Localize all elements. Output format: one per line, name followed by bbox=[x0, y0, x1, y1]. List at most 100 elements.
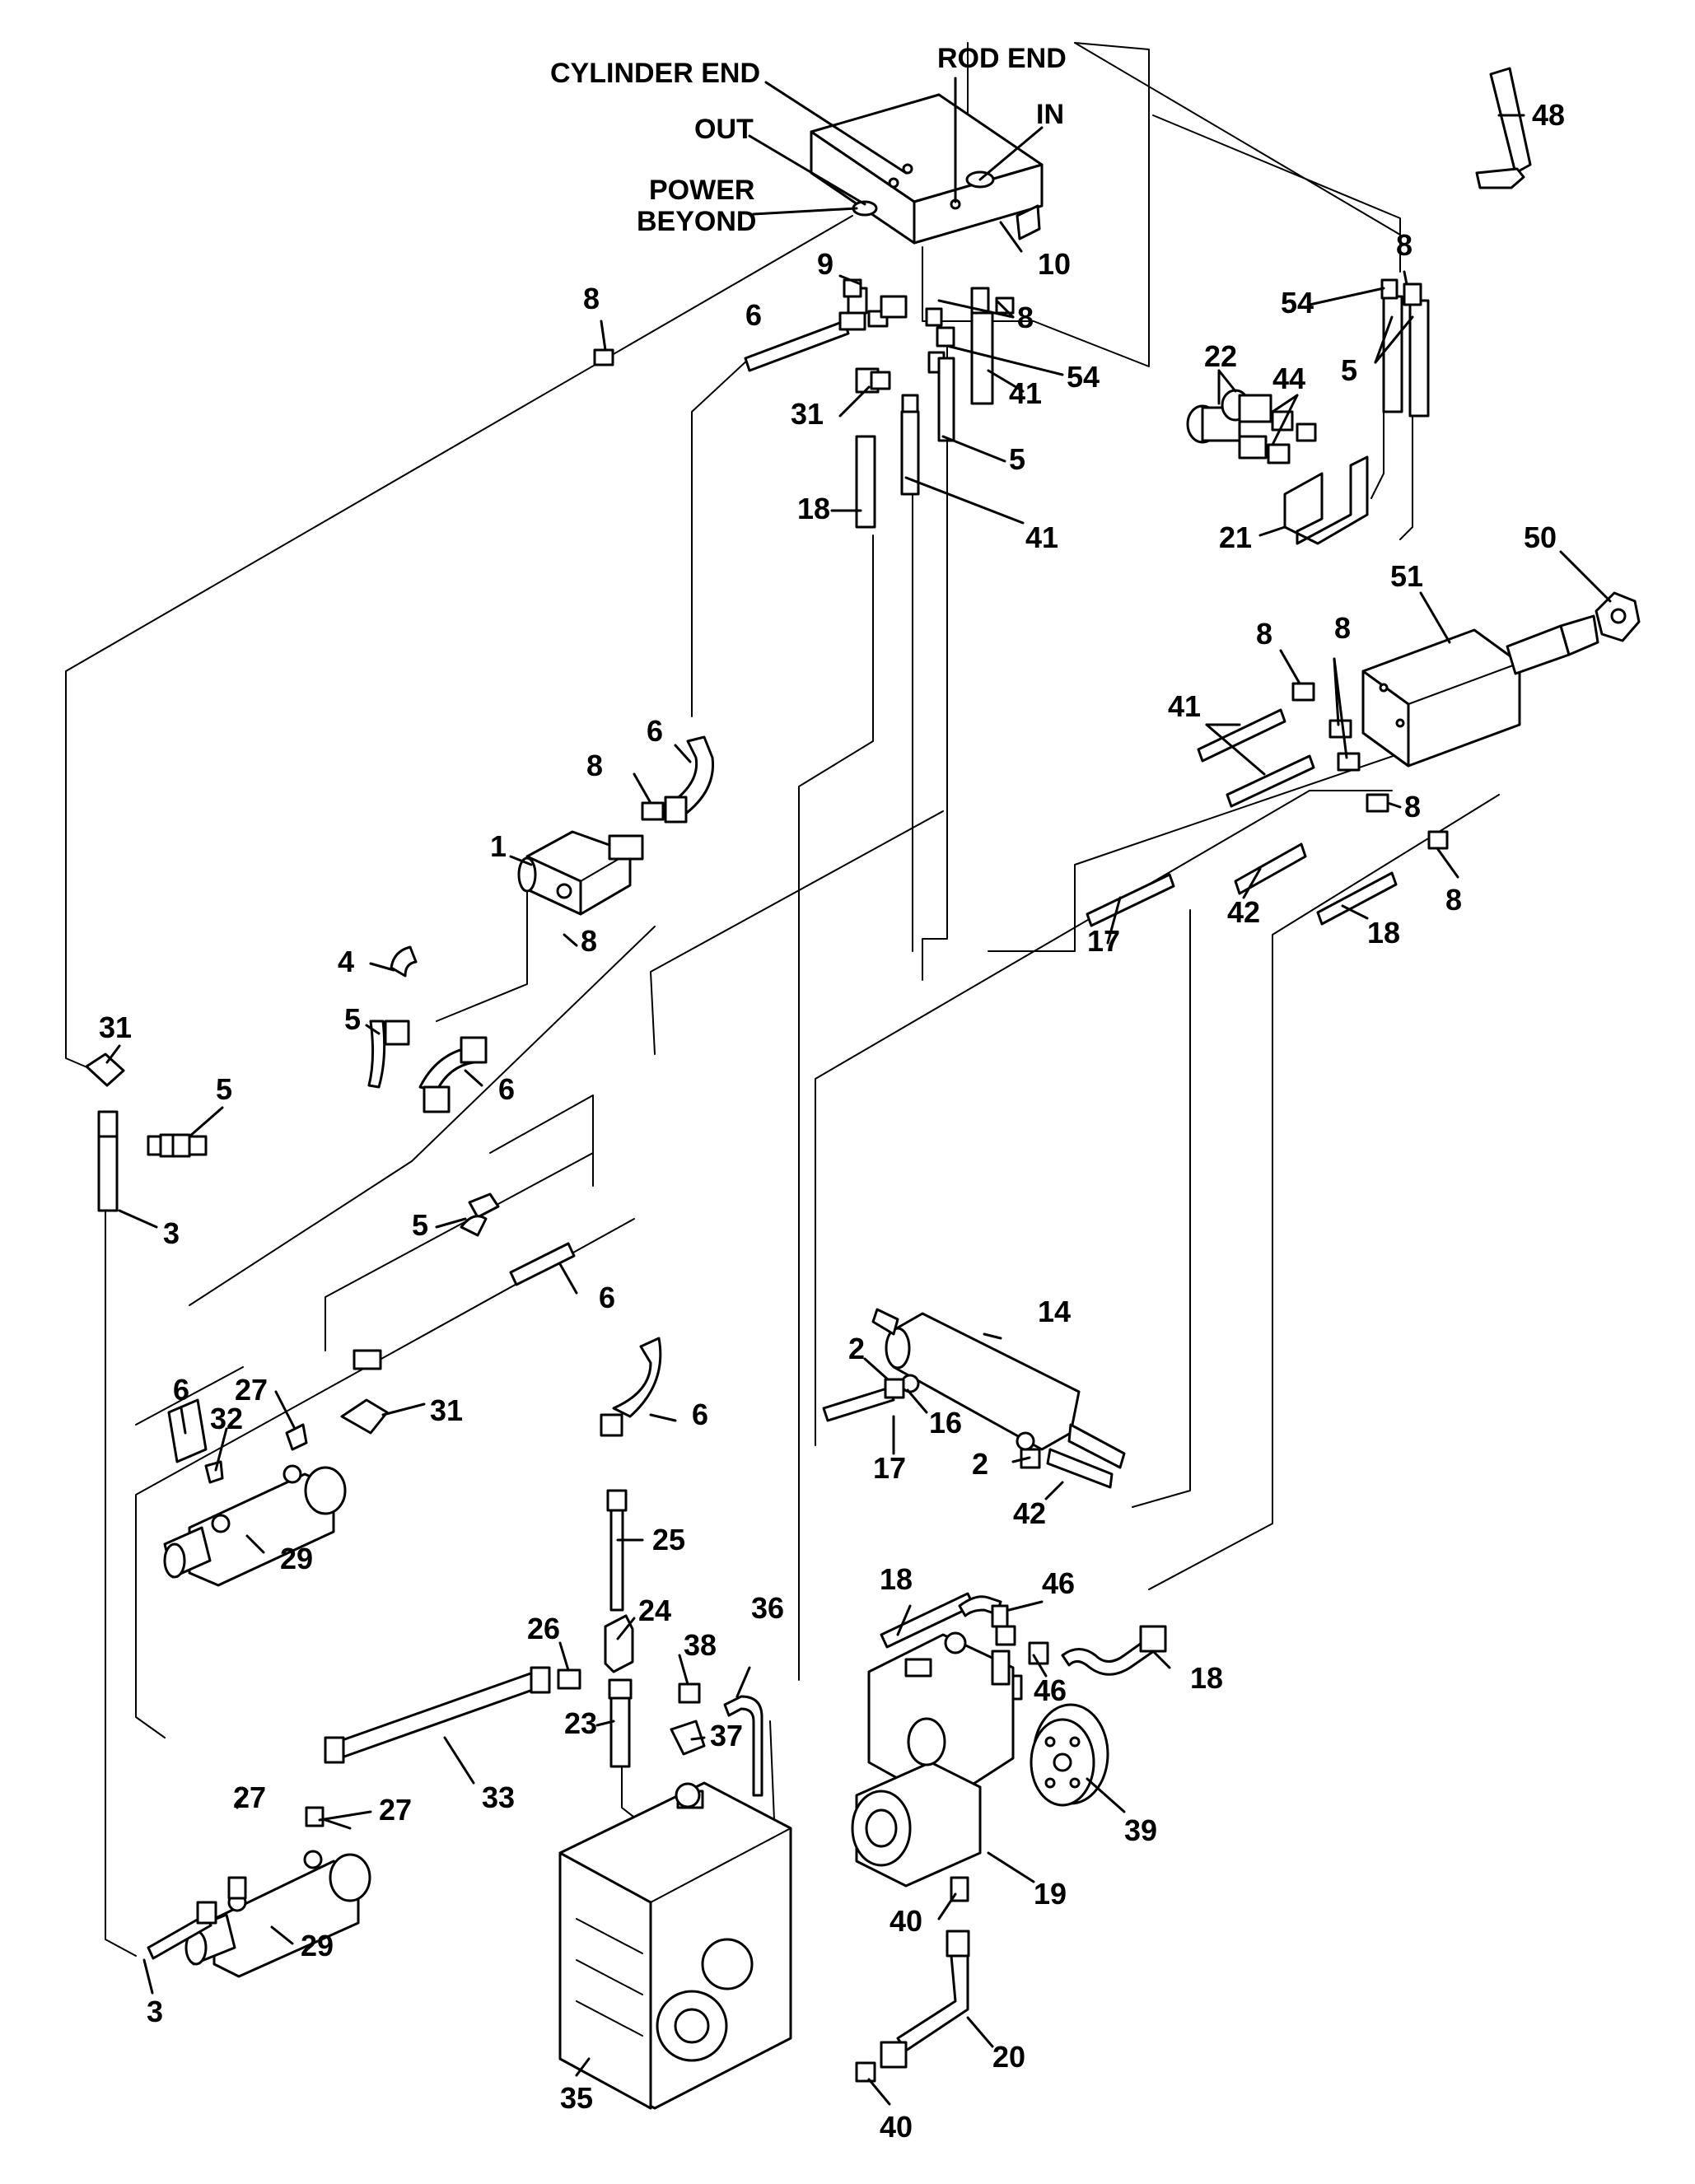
routing-line-54-vertical bbox=[922, 341, 948, 981]
routing-line-5-left bbox=[189, 926, 656, 1306]
callout-8: 8 bbox=[1445, 883, 1462, 917]
callout-40: 40 bbox=[880, 2110, 913, 2144]
tube-assembly-23-25 bbox=[324, 1489, 763, 1797]
routing-line-18-right bbox=[1148, 794, 1500, 1590]
valve-1 bbox=[517, 830, 644, 916]
callout-6: 6 bbox=[692, 1398, 708, 1431]
callout-29: 29 bbox=[301, 1929, 334, 1962]
routing-line-36 bbox=[769, 1720, 775, 1821]
callout-42: 42 bbox=[1227, 895, 1260, 929]
part-callouts: 48 10 9 8 8 8 54 54 6 41 41 41 31 5 5 18… bbox=[99, 98, 1565, 2144]
routing-line-5-lower bbox=[489, 1094, 594, 1187]
routing-line-6-cylinder bbox=[135, 1218, 635, 1738]
fittings-right bbox=[1291, 682, 1449, 850]
callout-32: 32 bbox=[210, 1402, 243, 1435]
callout-6: 6 bbox=[647, 714, 663, 748]
callout-48: 48 bbox=[1532, 98, 1565, 132]
callout-19: 19 bbox=[1034, 1877, 1067, 1911]
callout-23: 23 bbox=[564, 1706, 597, 1740]
routing-line-valve-down bbox=[922, 42, 1150, 367]
callout-41: 41 bbox=[1168, 689, 1201, 723]
callout-8: 8 bbox=[1404, 790, 1421, 824]
routing-line-valve-right bbox=[1074, 42, 1401, 273]
callout-22: 22 bbox=[1204, 339, 1237, 373]
callout-14: 14 bbox=[1038, 1295, 1071, 1328]
callout-37: 37 bbox=[710, 1719, 743, 1752]
callout-10: 10 bbox=[1038, 247, 1071, 281]
routing-line-6-elbow bbox=[691, 357, 750, 717]
routing-line-41-long bbox=[988, 749, 1413, 952]
callout-5: 5 bbox=[344, 1002, 361, 1036]
callout-46: 46 bbox=[1034, 1673, 1067, 1707]
routing-line-power-beyond bbox=[65, 215, 853, 1071]
cylinder-29-lower bbox=[147, 1806, 371, 1978]
routing-line-18-down bbox=[798, 534, 874, 1681]
callout-18: 18 bbox=[1367, 916, 1400, 950]
routing-line-42 bbox=[1132, 909, 1191, 1508]
callout-40: 40 bbox=[890, 1904, 922, 1938]
callout-8: 8 bbox=[583, 282, 600, 315]
filter-39 bbox=[1030, 1703, 1109, 1807]
callout-21: 21 bbox=[1219, 520, 1252, 554]
callout-33: 33 bbox=[482, 1780, 515, 1814]
callout-2: 2 bbox=[972, 1447, 988, 1481]
hoses-pump bbox=[880, 1592, 1167, 1676]
callout-18: 18 bbox=[880, 1562, 913, 1596]
handle-48 bbox=[1475, 67, 1532, 189]
routing-line-17-cross bbox=[815, 790, 1393, 1446]
transmission-35 bbox=[558, 1781, 792, 2110]
routing-line-bracket bbox=[1370, 403, 1384, 499]
callout-8: 8 bbox=[581, 924, 597, 958]
callout-3: 3 bbox=[147, 1995, 163, 2028]
callout-26: 26 bbox=[527, 1612, 560, 1645]
callout-41: 41 bbox=[1025, 520, 1058, 554]
cylinder-29-upper bbox=[163, 1398, 347, 1587]
label-in: IN bbox=[1036, 99, 1064, 130]
callout-41: 41 bbox=[1009, 376, 1042, 410]
callout-6: 6 bbox=[745, 298, 762, 332]
callout-6: 6 bbox=[599, 1281, 615, 1314]
callout-39: 39 bbox=[1124, 1813, 1157, 1847]
callout-36: 36 bbox=[751, 1591, 784, 1625]
callout-18: 18 bbox=[1190, 1661, 1223, 1695]
leader-lines bbox=[105, 77, 1612, 2106]
callout-44: 44 bbox=[1272, 362, 1305, 395]
callout-2: 2 bbox=[848, 1332, 865, 1365]
callout-5: 5 bbox=[216, 1072, 232, 1106]
callout-9: 9 bbox=[817, 247, 833, 281]
callout-31: 31 bbox=[430, 1393, 463, 1427]
label-beyond: BEYOND bbox=[637, 206, 756, 237]
label-power: POWER bbox=[649, 175, 754, 206]
coupler-bracket-21 bbox=[1186, 389, 1369, 545]
callout-1: 1 bbox=[490, 829, 507, 863]
callout-5: 5 bbox=[1341, 353, 1357, 387]
control-valve-10 bbox=[810, 93, 1044, 245]
callout-17: 17 bbox=[1087, 924, 1120, 958]
routing-lines bbox=[65, 42, 1500, 1957]
callout-27: 27 bbox=[235, 1373, 268, 1407]
callout-54: 54 bbox=[1067, 360, 1100, 394]
routing-line-6-mid bbox=[325, 1152, 594, 1351]
callout-8: 8 bbox=[1017, 301, 1034, 334]
callout-31: 31 bbox=[99, 1010, 132, 1044]
label-cylinder-end: CYLINDER END bbox=[550, 58, 760, 89]
callout-24: 24 bbox=[638, 1594, 671, 1627]
callout-50: 50 bbox=[1524, 520, 1557, 554]
callout-31: 31 bbox=[791, 397, 824, 431]
steering-unit-51 bbox=[1361, 591, 1641, 768]
hose-6-top bbox=[744, 311, 866, 372]
callout-42: 42 bbox=[1013, 1496, 1046, 1530]
callout-18: 18 bbox=[797, 492, 830, 525]
label-out: OUT bbox=[694, 114, 754, 145]
routing-line-bracket2 bbox=[1399, 411, 1413, 540]
hoses-left bbox=[85, 735, 715, 1437]
port-labels: CYLINDER END ROD END IN OUT POWER BEYOND bbox=[550, 43, 1067, 237]
callout-4: 4 bbox=[338, 945, 354, 978]
routing-line-left-return bbox=[105, 1210, 137, 1957]
callout-17: 17 bbox=[873, 1451, 906, 1485]
callout-8: 8 bbox=[1334, 611, 1351, 645]
label-rod-end: ROD END bbox=[937, 43, 1067, 74]
routing-line-lower-left bbox=[135, 1366, 244, 1426]
callout-6: 6 bbox=[498, 1072, 515, 1106]
